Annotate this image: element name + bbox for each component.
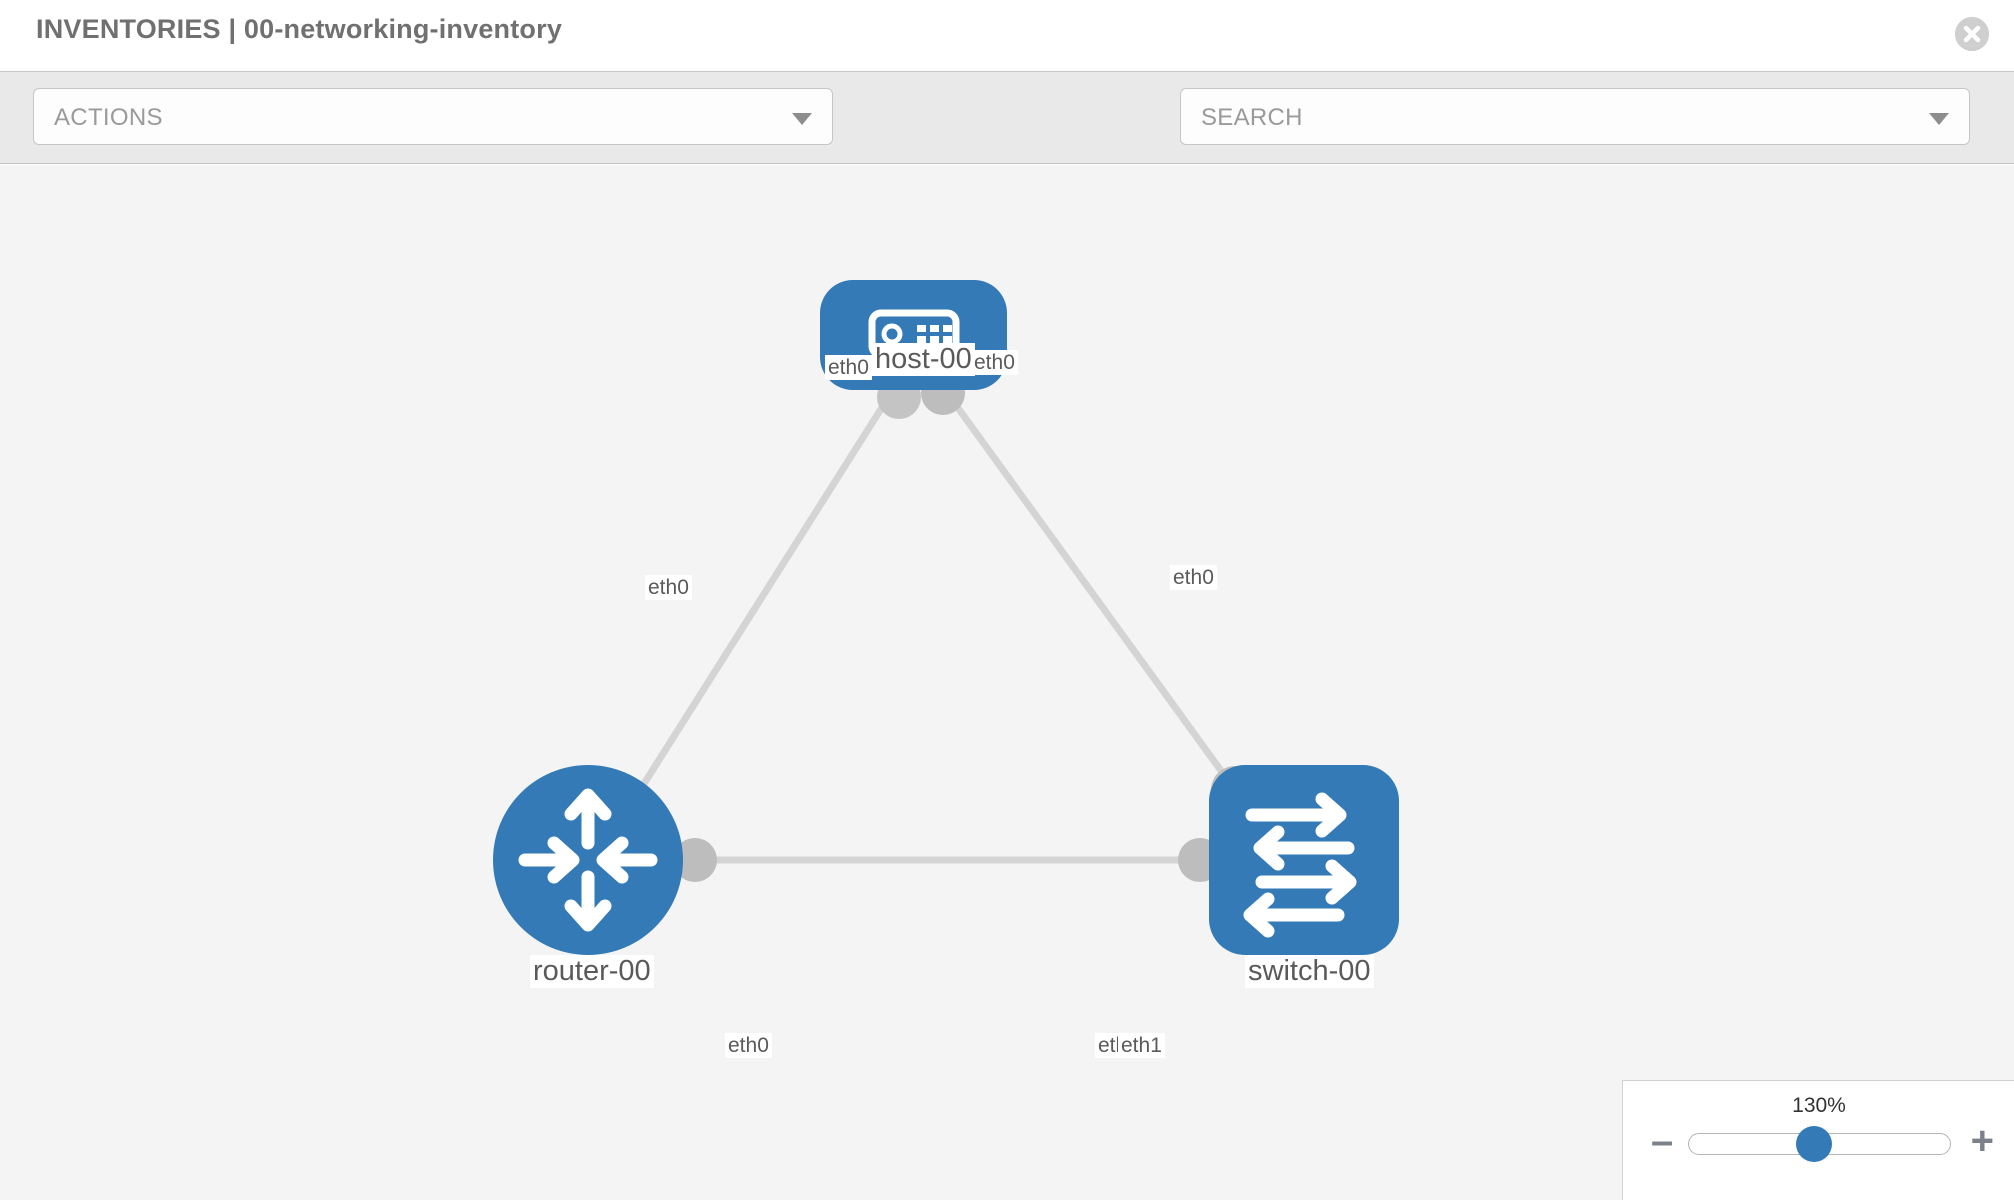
topology-endpoints <box>673 371 1259 882</box>
if-label-host-left: eth0 <box>825 355 872 380</box>
zoom-control-panel: 130% – + <box>1622 1080 2014 1200</box>
toolbar: ACTIONS SEARCH <box>0 72 2014 207</box>
endpoint-router-right <box>673 838 717 882</box>
node-router-00[interactable] <box>493 765 683 955</box>
chevron-down-icon <box>792 113 812 125</box>
if-label-switch-left-b: eth1 <box>1118 1033 1165 1058</box>
node-label-host-00: host-00 <box>872 343 975 376</box>
node-switch-00[interactable] <box>1209 765 1399 955</box>
search-input[interactable]: SEARCH <box>1201 104 1303 131</box>
page-title: INVENTORIES | 00-networking-inventory <box>36 14 563 44</box>
search-dropdown[interactable]: SEARCH <box>1180 88 1970 145</box>
chevron-down-icon <box>1929 113 1949 125</box>
if-label-switch-up: eth0 <box>1170 565 1217 590</box>
topology-canvas[interactable]: host-00 eth0 eth0 eth0 eth0 router-00 sw… <box>0 165 2014 1200</box>
edge-host-router <box>637 388 896 792</box>
node-label-switch-00: switch-00 <box>1245 955 1374 988</box>
node-label-router-00: router-00 <box>530 955 654 988</box>
zoom-slider-thumb[interactable] <box>1796 1126 1832 1162</box>
router-arrows-icon <box>518 788 658 932</box>
zoom-out-button[interactable]: – <box>1651 1119 1674 1163</box>
if-label-router-up: eth0 <box>645 575 692 600</box>
if-label-host-right: eth0 <box>971 350 1018 375</box>
zoom-in-button[interactable]: + <box>1970 1119 1994 1163</box>
topology-svg[interactable] <box>0 165 2014 1200</box>
page-header: INVENTORIES | 00-networking-inventory <box>0 0 2014 72</box>
actions-dropdown[interactable]: ACTIONS <box>33 88 833 145</box>
if-label-router-right: eth0 <box>725 1033 772 1058</box>
switch-arrows-icon <box>1243 792 1357 938</box>
close-icon[interactable] <box>1955 17 1989 51</box>
actions-dropdown-label: ACTIONS <box>54 104 163 131</box>
zoom-level-value: 130% <box>1792 1094 1846 1117</box>
edge-host-switch <box>942 387 1238 793</box>
topology-edges <box>637 387 1238 864</box>
